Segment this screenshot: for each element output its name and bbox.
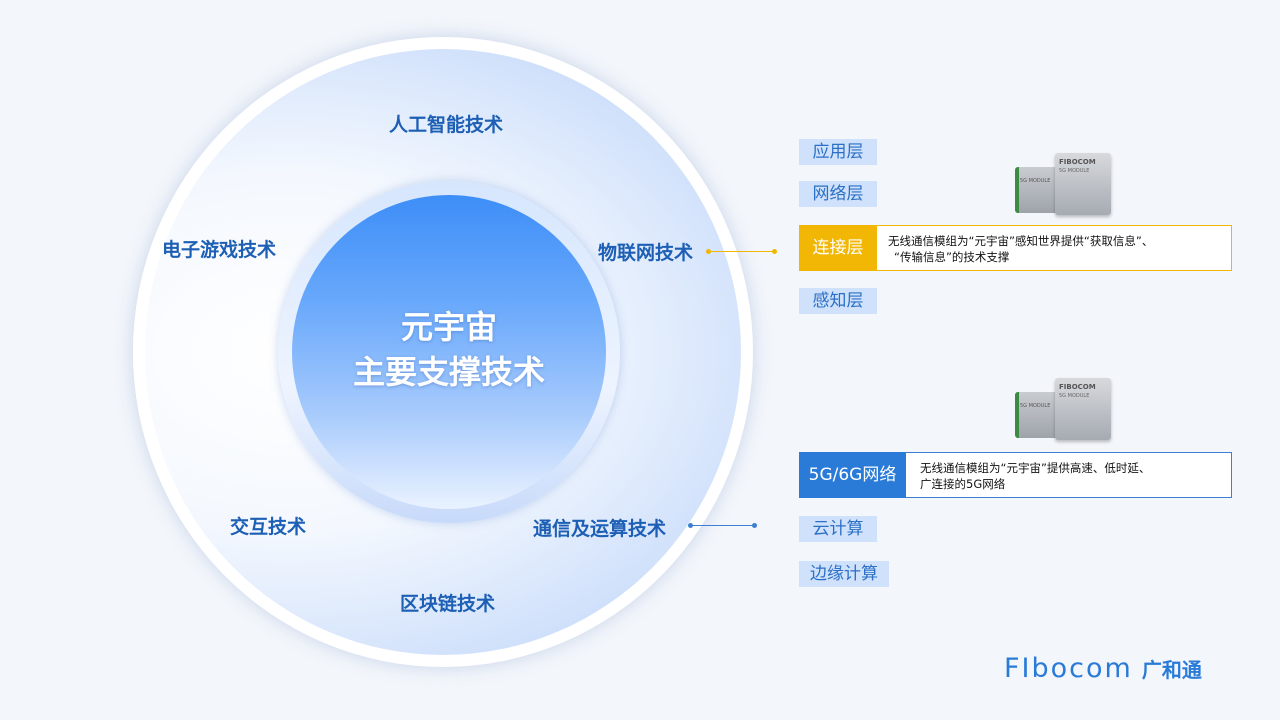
connector-line-comm: [692, 525, 754, 526]
module-back-label: 5G MODULE: [1020, 403, 1051, 409]
tech-iot: 物联网技术: [598, 242, 694, 264]
comm-callout-line1: 无线通信模组为“元宇宙”提供高速、低时延、: [920, 461, 1151, 475]
tech-game: 电子游戏技术: [162, 239, 277, 261]
connector-dot-comm-end: [752, 523, 757, 528]
iot-callout-text: 无线通信模组为“元宇宙”感知世界提供“获取信息”、 “传输信息”的技术支撑: [888, 233, 1153, 265]
center-title-line2: 主要支撑技术: [352, 353, 545, 391]
connector-dot-iot-start: [706, 249, 711, 254]
layer-connection: 连接层: [799, 225, 877, 271]
layer-network: 网络层: [799, 181, 877, 207]
iot-callout: 连接层 无线通信模组为“元宇宙”感知世界提供“获取信息”、 “传输信息”的技术支…: [799, 225, 1232, 271]
connector-line-iot: [710, 251, 774, 252]
comm-callout-text: 无线通信模组为“元宇宙”提供高速、低时延、 广连接的5G网络: [920, 460, 1150, 492]
iot-callout-line2: “传输信息”的技术支撑: [894, 250, 1010, 264]
connector-dot-comm-start: [688, 523, 693, 528]
iot-callout-line1: 无线通信模组为“元宇宙”感知世界提供“获取信息”、: [888, 234, 1154, 248]
layer-perception: 感知层: [799, 288, 877, 314]
module-back-label: 5G MODULE: [1020, 178, 1051, 184]
center-title: 元宇宙 主要支撑技术: [292, 305, 606, 395]
comm-5g6g-network: 5G/6G网络: [799, 452, 906, 498]
comm-callout-line2: 广连接的5G网络: [920, 477, 1006, 491]
module-brand: FIBOCOM: [1059, 158, 1096, 166]
module-label: 5G MODULE: [1059, 168, 1090, 174]
tech-interaction: 交互技术: [230, 516, 307, 538]
inner-circle: [292, 195, 606, 509]
tech-ai: 人工智能技术: [389, 114, 504, 136]
module-image-bottom: FIBOCOM 5G MODULE 5G MODULE: [1015, 378, 1113, 444]
comm-callout: 5G/6G网络 无线通信模组为“元宇宙”提供高速、低时延、 广连接的5G网络: [799, 452, 1232, 498]
center-title-line1: 元宇宙: [400, 308, 497, 346]
connector-dot-iot-end: [772, 249, 777, 254]
module-front: [1055, 153, 1111, 215]
logo-en: FIbocom: [1004, 653, 1133, 684]
fibocom-logo: FIbocom 广和通: [1004, 653, 1202, 684]
tech-comm: 通信及运算技术: [533, 518, 667, 540]
logo-zh: 广和通: [1141, 658, 1202, 682]
module-front: [1055, 378, 1111, 440]
comm-edge: 边缘计算: [799, 561, 889, 587]
layer-application: 应用层: [799, 139, 877, 165]
module-brand: FIBOCOM: [1059, 383, 1096, 391]
module-image-top: FIBOCOM 5G MODULE 5G MODULE: [1015, 153, 1113, 219]
tech-blockchain: 区块链技术: [400, 593, 496, 615]
module-label: 5G MODULE: [1059, 393, 1090, 399]
comm-cloud: 云计算: [799, 516, 877, 542]
